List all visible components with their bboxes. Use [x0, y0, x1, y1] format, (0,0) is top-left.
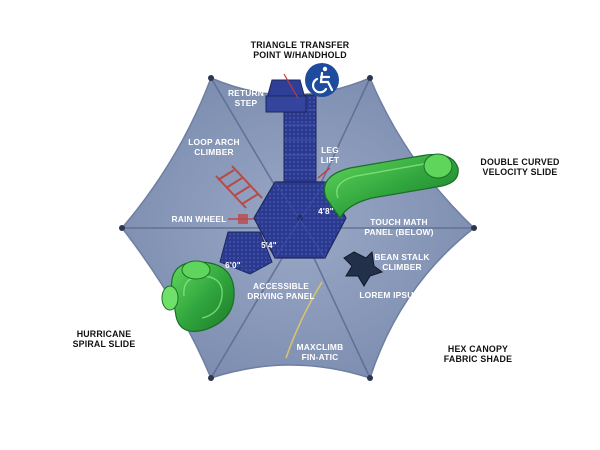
label-hurricane-line1: HURRICANE [77, 329, 132, 339]
label-rain-wheel: RAIN WHEEL [171, 214, 226, 224]
label-touch-math-line2: PANEL (BELOW) [364, 227, 433, 237]
hurricane-spiral-slide [161, 260, 235, 332]
label-loop-arch-line2: CLIMBER [194, 147, 234, 157]
maxclimb-fin-atic-rope [285, 281, 323, 359]
label-hurricane: HURRICANE SPIRAL SLIDE [73, 329, 136, 349]
label-accessible-driving-line1: ACCESSIBLE [253, 281, 309, 291]
label-touch-math-line1: TOUCH MATH [370, 217, 428, 227]
label-bean-stalk: BEAN STALK CLIMBER [374, 252, 429, 272]
bean-stalk-climber [343, 250, 384, 287]
label-loop-arch-line1: LOOP ARCH [188, 137, 240, 147]
handhold-rail [283, 73, 299, 99]
loop-arch-climber [215, 165, 263, 209]
label-leg-lift: LEG LIFT [321, 145, 340, 165]
leg-lift [317, 167, 331, 179]
label-leg-lift-line2: LIFT [321, 155, 340, 165]
lower-left-deck [219, 231, 273, 275]
label-triangle-transfer-line1: TRIANGLE TRANSFER [251, 40, 350, 50]
accessibility-badge [305, 63, 339, 97]
label-loop-arch: LOOP ARCH CLIMBER [188, 137, 240, 157]
triangle-transfer-platform [265, 73, 307, 113]
label-accessible-driving: ACCESSIBLE DRIVING PANEL [247, 281, 315, 301]
label-accessible-driving-line2: DRIVING PANEL [247, 291, 315, 301]
label-hex-canopy-line1: HEX CANOPY [448, 344, 508, 354]
label-double-curved-line2: VELOCITY SLIDE [483, 167, 558, 177]
label-return-step-line2: STEP [235, 98, 258, 108]
wheelchair-accessibility-icon [312, 66, 334, 94]
label-return-step-line1: RETURN [228, 88, 264, 98]
label-hex-canopy: HEX CANOPY FABRIC SHADE [444, 344, 512, 364]
dimension-deck-height-right: 4'8" [318, 207, 334, 216]
label-double-curved-line1: DOUBLE CURVED [480, 157, 559, 167]
label-maxclimb-line1: MAXCLIMB [297, 342, 344, 352]
dimension-deck-height-left: 5'4" [261, 241, 277, 250]
label-double-curved: DOUBLE CURVED VELOCITY SLIDE [480, 157, 559, 177]
label-maxclimb: MAXCLIMB FIN-ATIC [297, 342, 344, 362]
label-maxclimb-line2: FIN-ATIC [302, 352, 339, 362]
label-lorem-ipsum: LOREM IPSUM [359, 290, 420, 300]
label-triangle-transfer-line2: POINT W/HANDHOLD [253, 50, 347, 60]
label-leg-lift-line1: LEG [321, 145, 339, 155]
label-triangle-transfer: TRIANGLE TRANSFER POINT W/HANDHOLD [251, 40, 350, 60]
label-bean-stalk-line1: BEAN STALK [374, 252, 429, 262]
double-curved-velocity-slide [323, 153, 459, 220]
label-touch-math: TOUCH MATH PANEL (BELOW) [364, 217, 433, 237]
label-hurricane-line2: SPIRAL SLIDE [73, 339, 136, 349]
dimension-slide-height: 6'0" [225, 261, 241, 270]
rain-wheel [228, 214, 254, 224]
label-bean-stalk-line2: CLIMBER [382, 262, 422, 272]
label-hex-canopy-line2: FABRIC SHADE [444, 354, 512, 364]
label-return-step: RETURN STEP [228, 88, 264, 108]
canopy-posts [119, 75, 477, 381]
